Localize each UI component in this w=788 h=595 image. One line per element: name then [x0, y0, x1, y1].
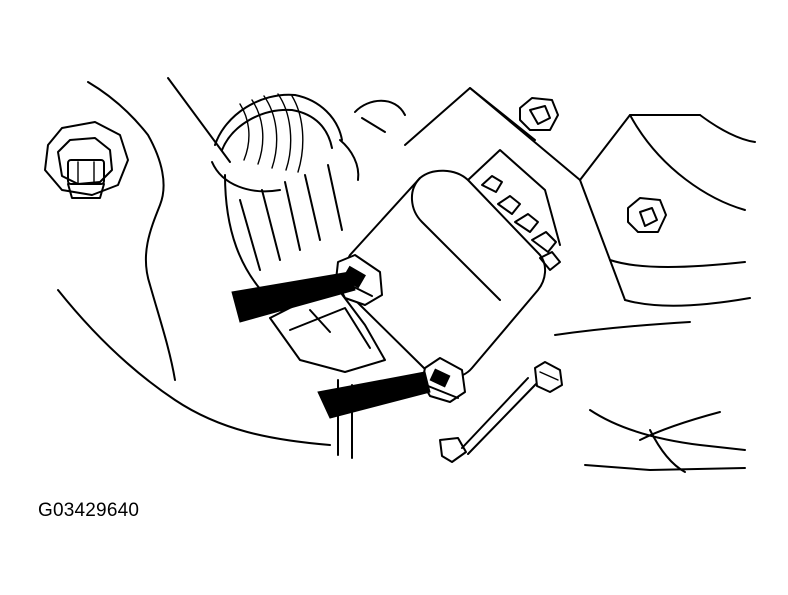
lower-hose-lines — [337, 379, 353, 459]
upper-right-bolt — [519, 97, 559, 131]
coil-body — [344, 149, 561, 380]
lower-right-housing — [554, 321, 746, 473]
spark-rod — [439, 361, 563, 463]
left-bracket — [57, 77, 331, 446]
right-bolt — [627, 197, 667, 233]
lower-arrow — [317, 371, 431, 419]
upper-arrow — [231, 271, 356, 323]
engine-block-outline — [404, 87, 756, 307]
figure-code-label: G03429640 — [38, 500, 140, 521]
left-bolt — [44, 121, 129, 199]
